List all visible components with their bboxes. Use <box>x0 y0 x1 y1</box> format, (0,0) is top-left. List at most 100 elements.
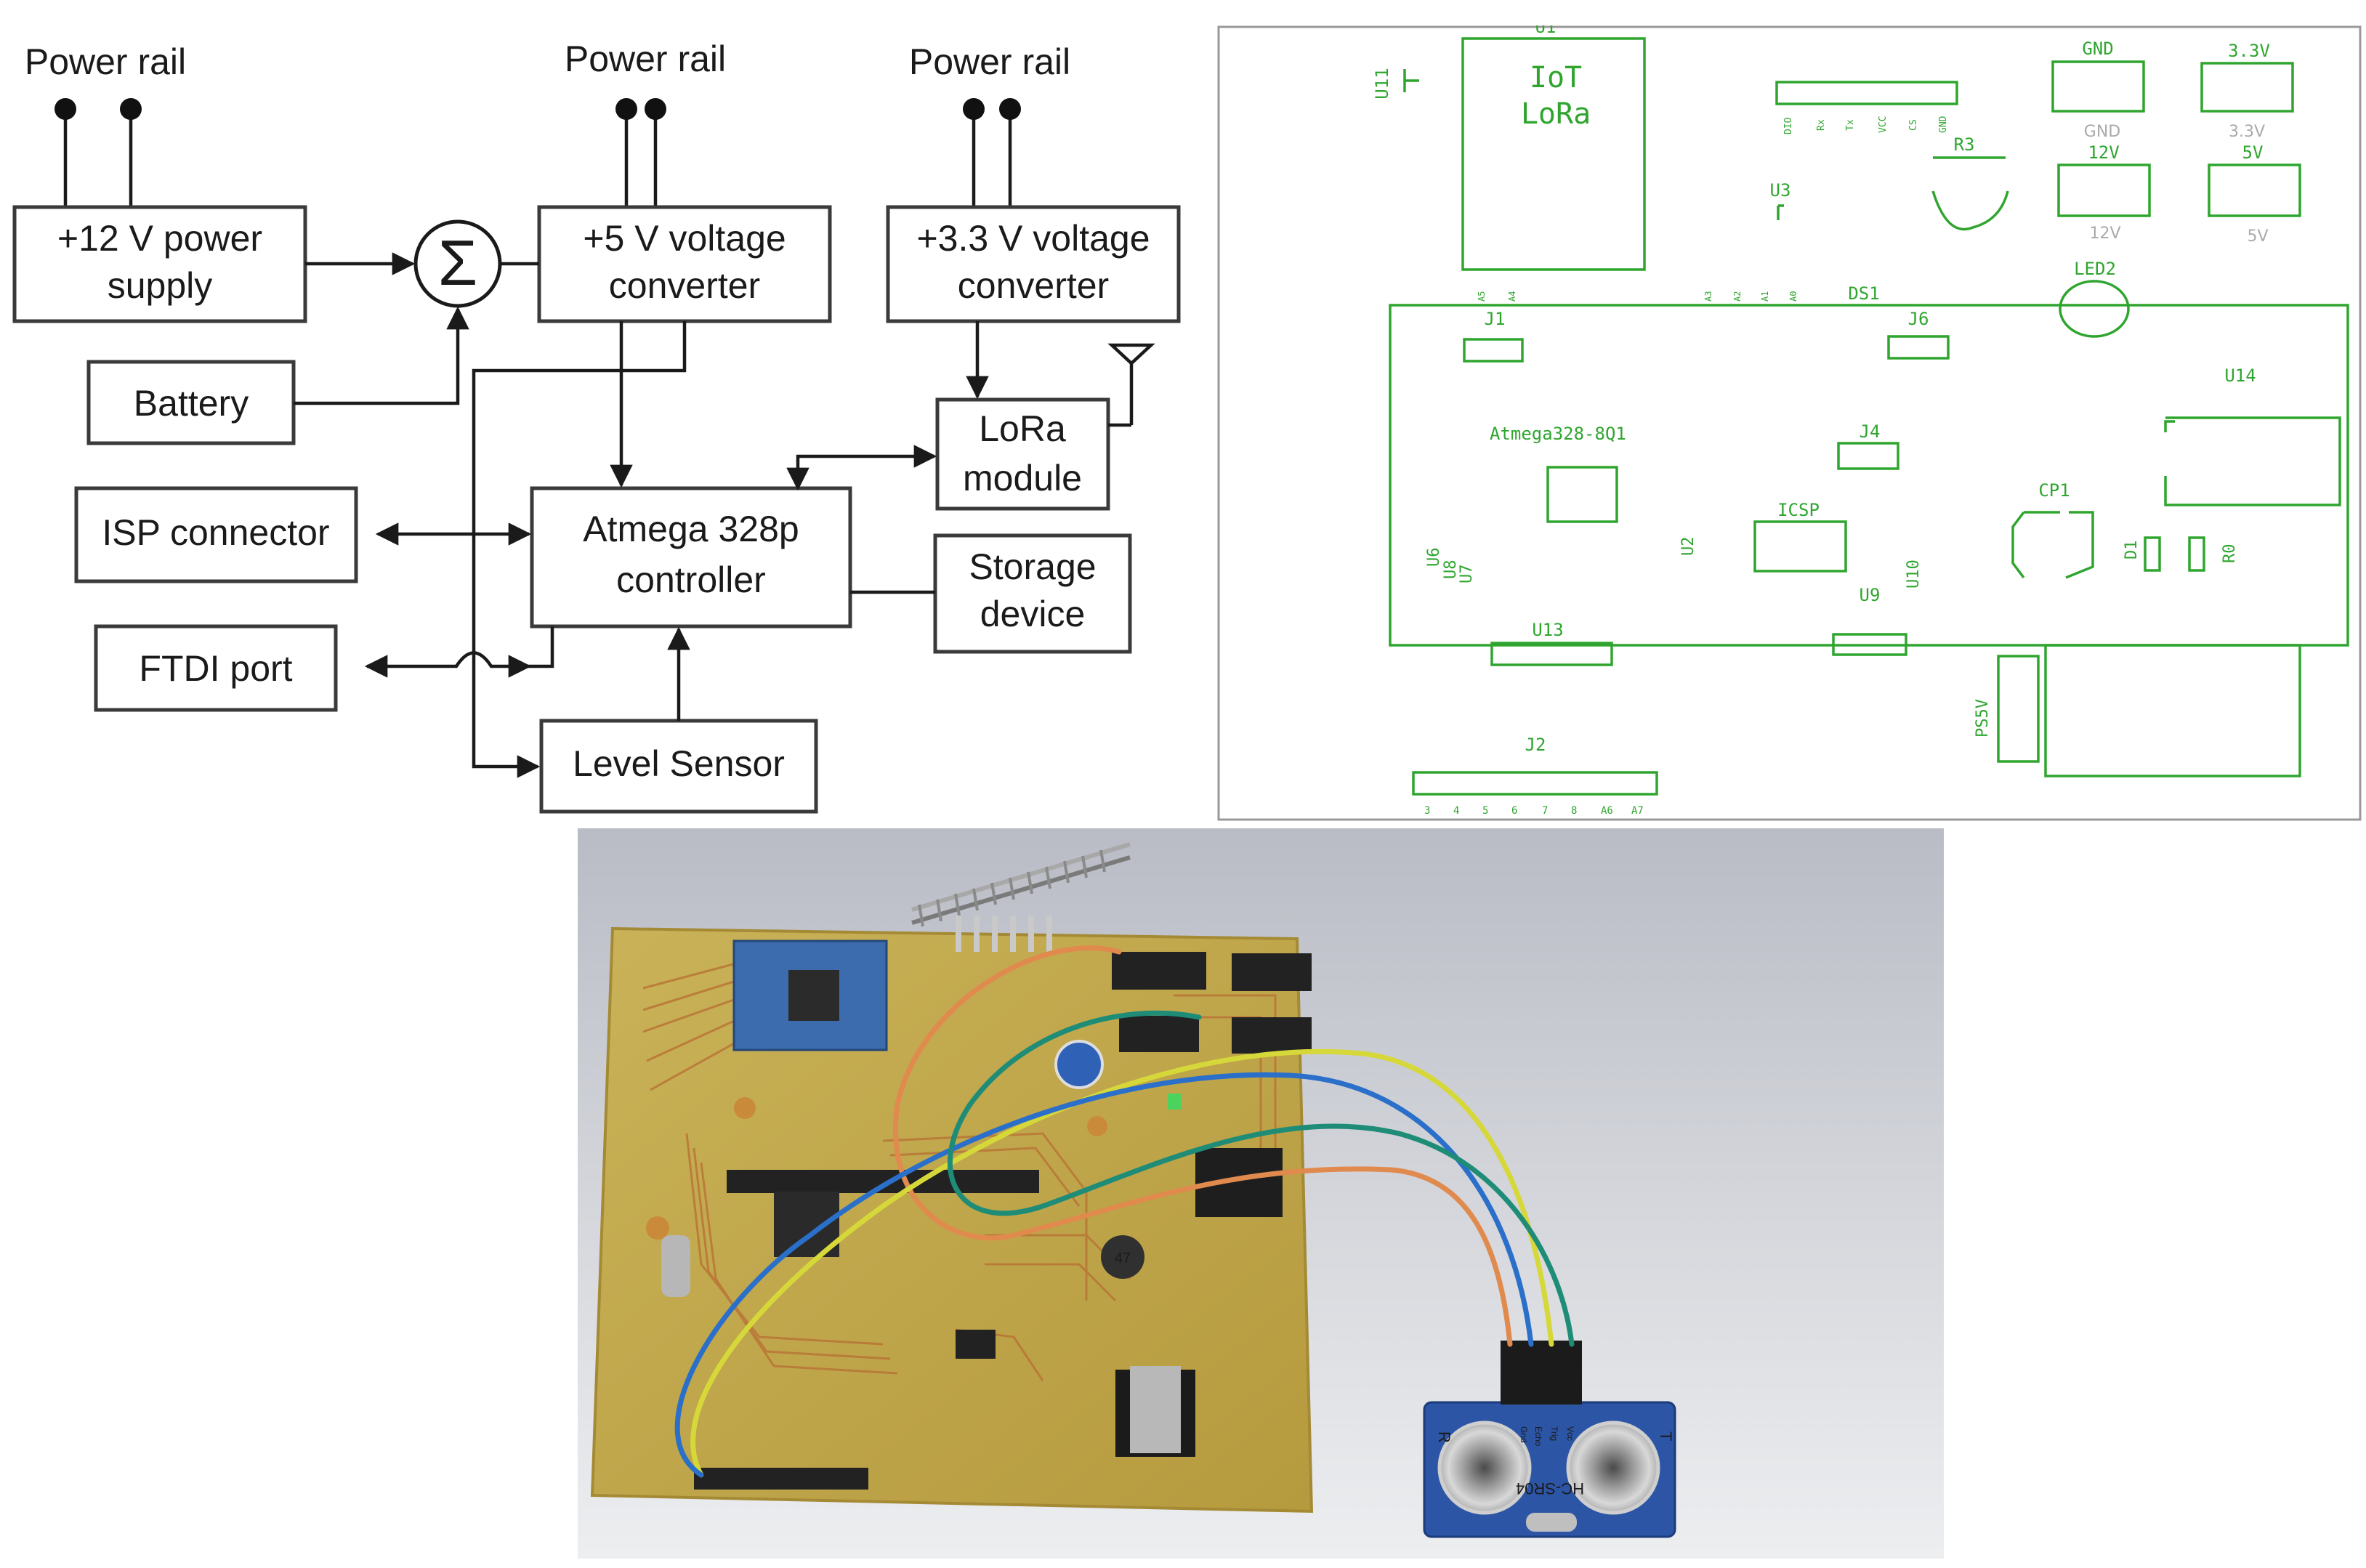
spring-antenna <box>911 842 1131 925</box>
battery-block: Battery <box>86 360 296 445</box>
power-rail-label-3: Power rail <box>909 41 1070 82</box>
j4-footprint <box>1837 442 1899 470</box>
d1-footprint <box>2144 536 2161 572</box>
svg-text:3: 3 <box>1424 805 1430 817</box>
svg-text:Vcc: Vcc <box>1565 1426 1575 1441</box>
ps5v-connector <box>2044 644 2301 777</box>
svg-text:8: 8 <box>1571 805 1577 817</box>
svg-text:Rx: Rx <box>1816 119 1827 131</box>
j2-label: J2 <box>1525 735 1546 755</box>
svg-text:4: 4 <box>1453 805 1459 817</box>
svg-text:VCC: VCC <box>1878 116 1889 133</box>
svg-text:CS: CS <box>1908 119 1919 131</box>
svg-text:Trig: Trig <box>1549 1426 1559 1441</box>
transducer-left <box>1437 1421 1532 1515</box>
lora-label-1: LoRa <box>979 408 1066 449</box>
converter-33v-block: +3.3 V voltage converter <box>886 205 1181 323</box>
gnd-pad <box>2051 60 2145 113</box>
controller-label-1: Atmega 328p <box>583 509 799 549</box>
sensor-crystal <box>1526 1513 1577 1532</box>
svg-text:DIO: DIO <box>1783 117 1794 134</box>
icsp-label: ICSP <box>1777 500 1820 520</box>
j4-label: J4 <box>1860 421 1881 442</box>
svg-text:A7: A7 <box>1631 805 1644 817</box>
j2-footprint <box>1412 771 1658 796</box>
u1-label: U1 <box>1535 25 1557 37</box>
v12-label: 12V <box>2088 142 2119 163</box>
prototype-photo: 47 R T HC-SR04 Gnd Echo Trig Vcc <box>578 828 1944 1559</box>
ceramic-capacitors <box>646 1097 1107 1240</box>
u10-label: U10 <box>1905 559 1923 589</box>
atmega-label: Atmega328-8Q1 <box>1490 424 1626 444</box>
cp1-footprint <box>2011 511 2094 579</box>
u11-label: U11 <box>1372 68 1392 99</box>
storage-label-1: Storage <box>969 546 1096 587</box>
u13-footprint <box>1490 642 1613 666</box>
lora-header-pin-labels: DIO Rx Tx VCC CS GND <box>1783 116 1949 134</box>
cp1-label: CP1 <box>2038 480 2070 501</box>
sensor-face-left: R <box>1435 1431 1453 1443</box>
antenna-icon <box>1107 343 1155 427</box>
r0-label: R0 <box>2221 544 2239 564</box>
u9-label: U9 <box>1860 585 1881 605</box>
ultrasonic-sensor: R T HC-SR04 Gnd Echo Trig Vcc <box>1423 1401 1676 1538</box>
pin-posts <box>956 916 1052 952</box>
gnd-label: GND <box>2082 39 2113 59</box>
svg-text:5: 5 <box>1482 805 1488 817</box>
supply-12v-label-1: +12 V power <box>57 218 262 259</box>
u14-label: U14 <box>2224 365 2256 386</box>
led2-footprint <box>2059 280 2130 338</box>
lora-chip <box>788 970 839 1021</box>
ftdi-label: FTDI port <box>139 648 292 689</box>
v33-pad <box>2200 62 2294 113</box>
isp-label: ISP connector <box>102 512 329 553</box>
r0-footprint <box>2188 536 2205 572</box>
icsp-footprint <box>1753 520 1847 573</box>
supply-12v-label-2: supply <box>108 265 213 306</box>
svg-text:A6: A6 <box>1601 805 1613 817</box>
sensor-pin-headers <box>1501 1341 1582 1405</box>
ps5v-label: PS5V <box>1974 699 1992 737</box>
u14-footprint <box>2164 416 2341 506</box>
r3-footprint <box>1931 190 2009 231</box>
power-rail-pins <box>54 98 1021 207</box>
transducer-right <box>1566 1421 1660 1515</box>
supply-12v-block: +12 V power supply <box>12 205 307 323</box>
v33-gray-label: 3.3V <box>2229 123 2265 141</box>
sensor-face-right: T <box>1657 1431 1675 1441</box>
v5-label: 5V <box>2242 142 2264 163</box>
u9-footprint <box>1832 633 1907 656</box>
ftdi-port-block: FTDI port <box>94 624 338 712</box>
svg-text:GND: GND <box>1938 116 1949 133</box>
u13-label: U13 <box>1532 620 1563 640</box>
iot-label: IoT <box>1530 61 1582 94</box>
j1-footprint <box>1463 338 1524 363</box>
summing-junction: Σ <box>413 219 502 308</box>
controller-block: Atmega 328p controller <box>530 486 852 629</box>
ds1-label: DS1 <box>1848 283 1879 304</box>
level-sensor-block: Level Sensor <box>539 719 818 814</box>
power-rail-label-1: Power rail <box>25 41 186 82</box>
capacitor-47 <box>1101 1235 1144 1279</box>
lora-header-footprint <box>1775 81 1958 105</box>
converter-5v-block: +5 V voltage converter <box>537 205 832 323</box>
green-led <box>1168 1094 1181 1110</box>
j1-label: J1 <box>1485 309 1506 329</box>
svg-text:A2: A2 <box>1732 291 1743 302</box>
led2-label: LED2 <box>2074 259 2116 279</box>
svg-text:7: 7 <box>1542 805 1548 817</box>
storage-device-block: Storage device <box>933 533 1132 654</box>
capacitor-mark: 47 <box>1115 1250 1131 1266</box>
u6-label: U6 <box>1425 548 1443 567</box>
antenna-coils <box>918 849 1106 927</box>
u3-label: U3 <box>1770 180 1791 201</box>
svg-text:Echo: Echo <box>1533 1426 1543 1447</box>
converter-33v-label-1: +3.3 V voltage <box>916 218 1150 259</box>
lora-pcb-label: LoRa <box>1521 97 1591 131</box>
j2-pin-labels: 3 4 5 6 7 8 A6 A7 <box>1424 805 1644 817</box>
svg-text:Gnd: Gnd <box>1519 1426 1529 1443</box>
ps5v-footprint <box>1997 655 2040 763</box>
regulator-tab <box>1130 1366 1181 1453</box>
converter-33v-label-2: converter <box>958 265 1109 306</box>
sensor-model: HC-SR04 <box>1516 1479 1584 1498</box>
